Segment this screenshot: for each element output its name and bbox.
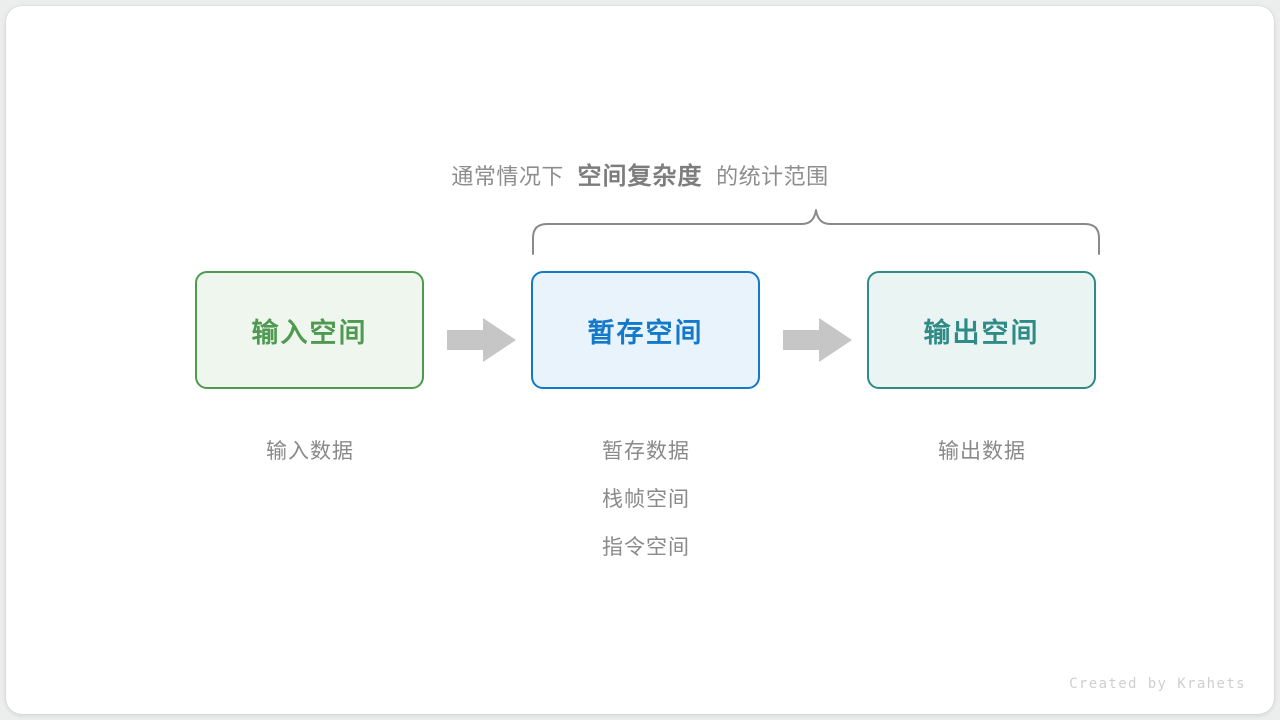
right-arrow-icon (447, 318, 516, 362)
caption-line: 输入数据 (266, 440, 354, 463)
node-temp-space[interactable]: 暂存空间 (531, 271, 760, 389)
caption-line: 输出数据 (938, 440, 1026, 463)
scope-caption-tail: 的统计范围 (716, 164, 829, 189)
caption-column-temp: 暂存数据 栈帧空间 指令空间 (516, 428, 776, 572)
caption-column-input: 输入数据 (180, 428, 440, 476)
node-temp-space-label: 暂存空间 (587, 317, 704, 348)
diagram-card: 通常情况下 空间复杂度 的统计范围 输入空间 暂存空间 输出空间 输入数据 暂存… (6, 6, 1274, 714)
scope-caption: 通常情况下 空间复杂度 的统计范围 (6, 156, 1274, 191)
caption-line: 栈帧空间 (602, 488, 690, 511)
scope-caption-lead: 通常情况下 (451, 164, 564, 189)
node-output-space-label: 输出空间 (923, 317, 1040, 348)
right-arrow-icon (783, 318, 852, 362)
node-input-space-label: 输入空间 (251, 317, 368, 348)
credit-text: Created by Krahets (1069, 676, 1246, 692)
flow-row: 输入空间 暂存空间 输出空间 (6, 271, 1274, 389)
scope-caption-emphasis: 空间复杂度 (577, 163, 703, 190)
caption-line: 暂存数据 (602, 440, 690, 463)
curly-brace-icon (532, 209, 1100, 255)
node-input-space[interactable]: 输入空间 (195, 271, 424, 389)
caption-line: 指令空间 (602, 536, 690, 559)
node-output-space[interactable]: 输出空间 (867, 271, 1096, 389)
caption-column-output: 输出数据 (852, 428, 1112, 476)
